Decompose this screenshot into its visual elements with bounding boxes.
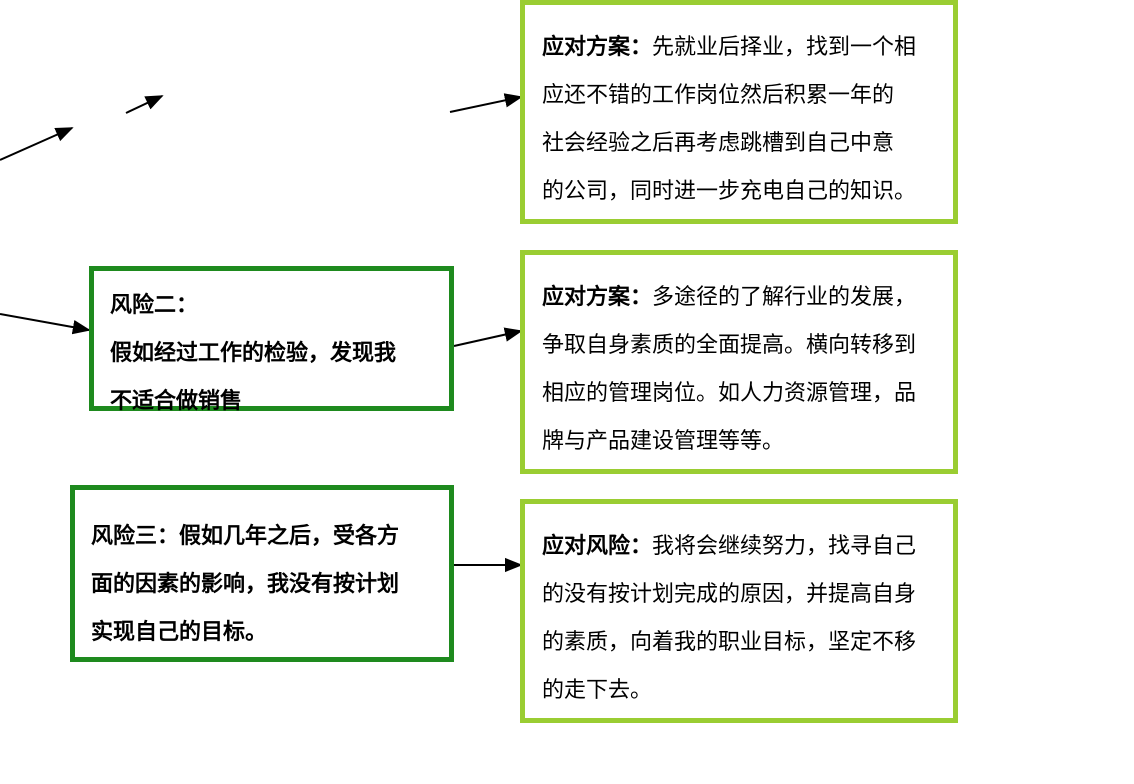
plan-2-line-2: 争取自身素质的全面提高。横向转移到	[542, 333, 917, 358]
risk-box-3: 风险三：假如几年之后，受各方 面的因素的影响，我没有按计划 实现自己的目标。	[70, 485, 454, 662]
arrow-to-plan-1	[449, 93, 523, 113]
plan-2-line-3: 相应的管理岗位。如人力资源管理，品	[542, 381, 917, 406]
risk-box-2: 风险二： 假如经过工作的检验，发现我 不适合做销售	[89, 266, 454, 414]
plan-3-label: 应对风险：	[542, 533, 653, 559]
plan-3-line-3: 的素质，向着我的职业目标，坚定不移	[542, 630, 917, 655]
risk-3-line-1: 风险三：假如几年之后，受各方	[91, 523, 400, 549]
plan-2-label: 应对方案：	[542, 284, 653, 310]
arrow-to-risk-2	[0, 313, 91, 335]
risk-2-line-1: 风险二：	[110, 292, 199, 318]
plan-1-line-4: 的公司，同时进一步充电自己的知识。	[542, 179, 917, 204]
arrow-mid-top	[125, 95, 164, 114]
risk-3-line-2: 面的因素的影响，我没有按计划	[91, 571, 400, 597]
plan-1-line-1: 先就业后择业，找到一个相	[652, 35, 917, 60]
risk-2-line-2: 假如经过工作的检验，发现我	[110, 340, 397, 366]
risk-3-line-3: 实现自己的目标。	[91, 619, 268, 645]
plan-1-line-2: 应还不错的工作岗位然后积累一年的	[542, 83, 895, 108]
plan-3-line-2: 的没有按计划完成的原因，并提高自身	[542, 582, 917, 607]
plan-2-line-1: 多途径的了解行业的发展，	[652, 285, 917, 310]
plan-2-line-4: 牌与产品建设管理等等。	[542, 429, 785, 454]
plan-1-line-3: 社会经验之后再考虑跳槽到自己中意	[542, 131, 895, 156]
plan-3-line-4: 的走下去。	[542, 678, 653, 703]
risk-2-line-3: 不适合做销售	[110, 388, 243, 414]
plan-1-label: 应对方案：	[542, 34, 653, 60]
plan-box-3: 应对风险：我将会继续努力，找寻自己 的没有按计划完成的原因，并提高自身 的素质，…	[520, 499, 958, 723]
plan-box-2: 应对方案：多途径的了解行业的发展， 争取自身素质的全面提高。横向转移到 相应的管…	[520, 250, 958, 474]
arrow-left-top	[0, 127, 74, 161]
plan-box-1: 应对方案：先就业后择业，找到一个相 应还不错的工作岗位然后积累一年的 社会经验之…	[520, 0, 958, 224]
arrow-to-plan-2	[453, 327, 523, 347]
plan-3-line-1: 我将会继续努力，找寻自己	[652, 534, 917, 559]
